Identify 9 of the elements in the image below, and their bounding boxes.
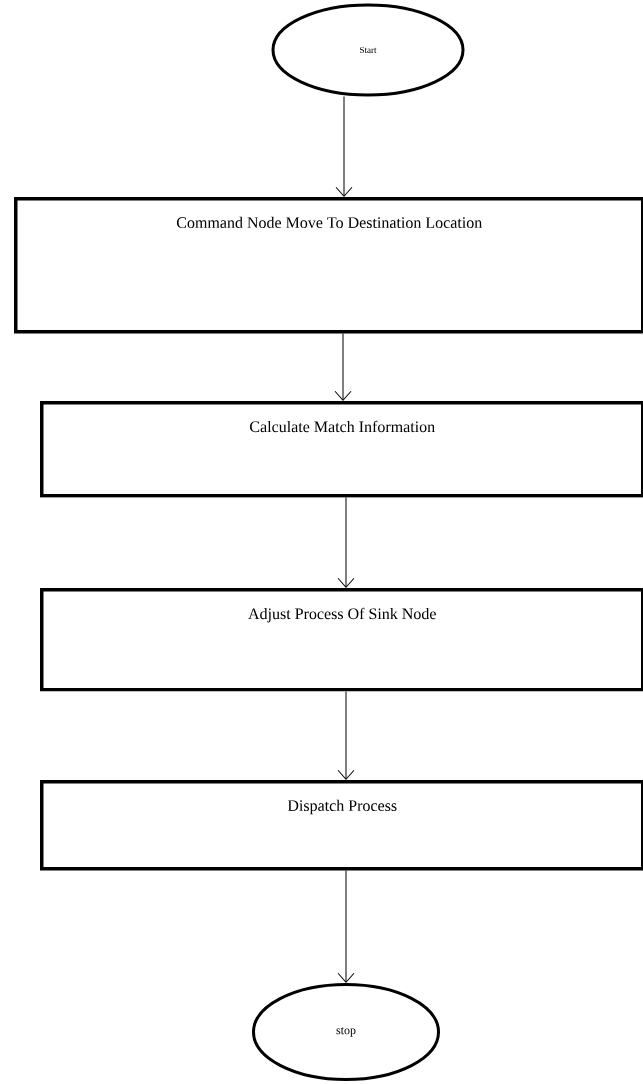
arrow [334, 333, 352, 401]
process-box: Dispatch Process [40, 780, 643, 871]
arrow [337, 497, 355, 588]
arrow [337, 691, 355, 780]
arrow [337, 870, 355, 983]
process-box: Adjust Process Of Sink Node [40, 588, 643, 692]
process-box: Command Node Move To Destination Location [14, 197, 643, 334]
process-box: Calculate Match Information [40, 401, 643, 498]
arrow [335, 96, 353, 197]
